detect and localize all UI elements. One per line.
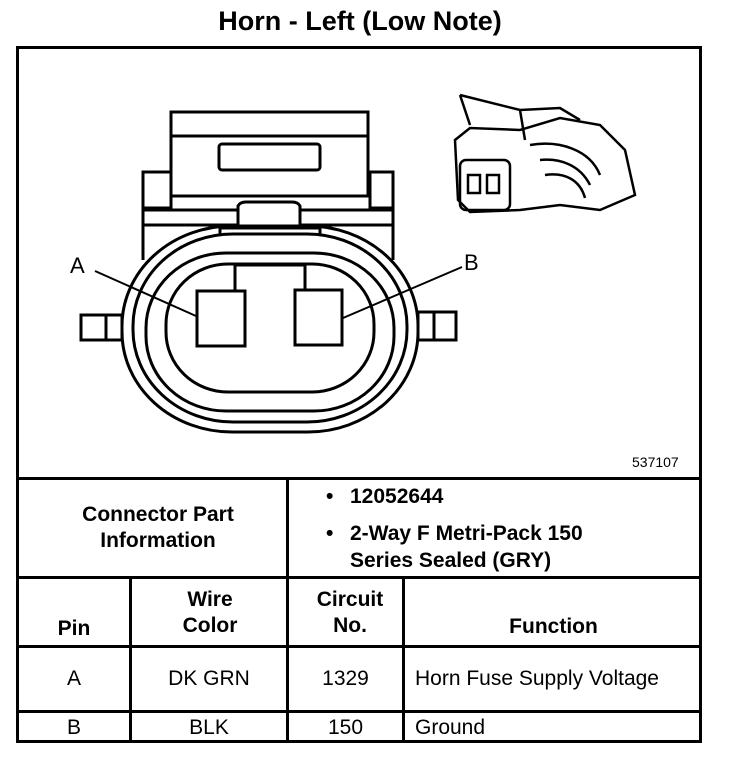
connector-type: 2-Way F Metri-Pack 150 Series Sealed (GR…	[350, 522, 583, 572]
divider	[402, 576, 405, 743]
page-title: Horn - Left (Low Note)	[218, 6, 502, 36]
row-b-wire-color: BLK	[189, 716, 229, 739]
row-a-pin: A	[66, 667, 81, 690]
connector-info-label: Connector Part Information	[82, 503, 234, 552]
row-b-pin: B	[66, 716, 81, 739]
header-pin: Pin	[57, 617, 91, 640]
row-a-circuit: 1329	[322, 667, 369, 690]
row-a-function: Horn Fuse Supply Voltage	[415, 667, 659, 690]
divider	[16, 710, 702, 713]
connector-face	[79, 110, 463, 434]
diagram-frame	[16, 46, 702, 743]
bullet-icon: •	[326, 522, 334, 545]
divider	[16, 645, 702, 648]
pin-a-label: A	[70, 253, 85, 278]
header-circuit: Circuit No.	[316, 588, 384, 637]
connector-face-diagram	[79, 93, 637, 434]
row-a-wire-color: DK GRN	[168, 667, 250, 690]
row-b-function: Ground	[415, 716, 486, 739]
divider	[16, 576, 702, 579]
pin-b-label: B	[464, 250, 479, 275]
row-b-circuit: 150	[327, 716, 364, 739]
connector-photo-icon	[453, 93, 637, 214]
divider	[129, 576, 132, 743]
header-wire-color: Wire Color	[182, 588, 238, 637]
divider	[286, 477, 289, 743]
divider	[16, 477, 702, 480]
header-function: Function	[509, 615, 598, 638]
bullet-icon: •	[326, 485, 334, 508]
part-number: 12052644	[350, 485, 444, 508]
figure-number: 537107	[632, 454, 679, 470]
